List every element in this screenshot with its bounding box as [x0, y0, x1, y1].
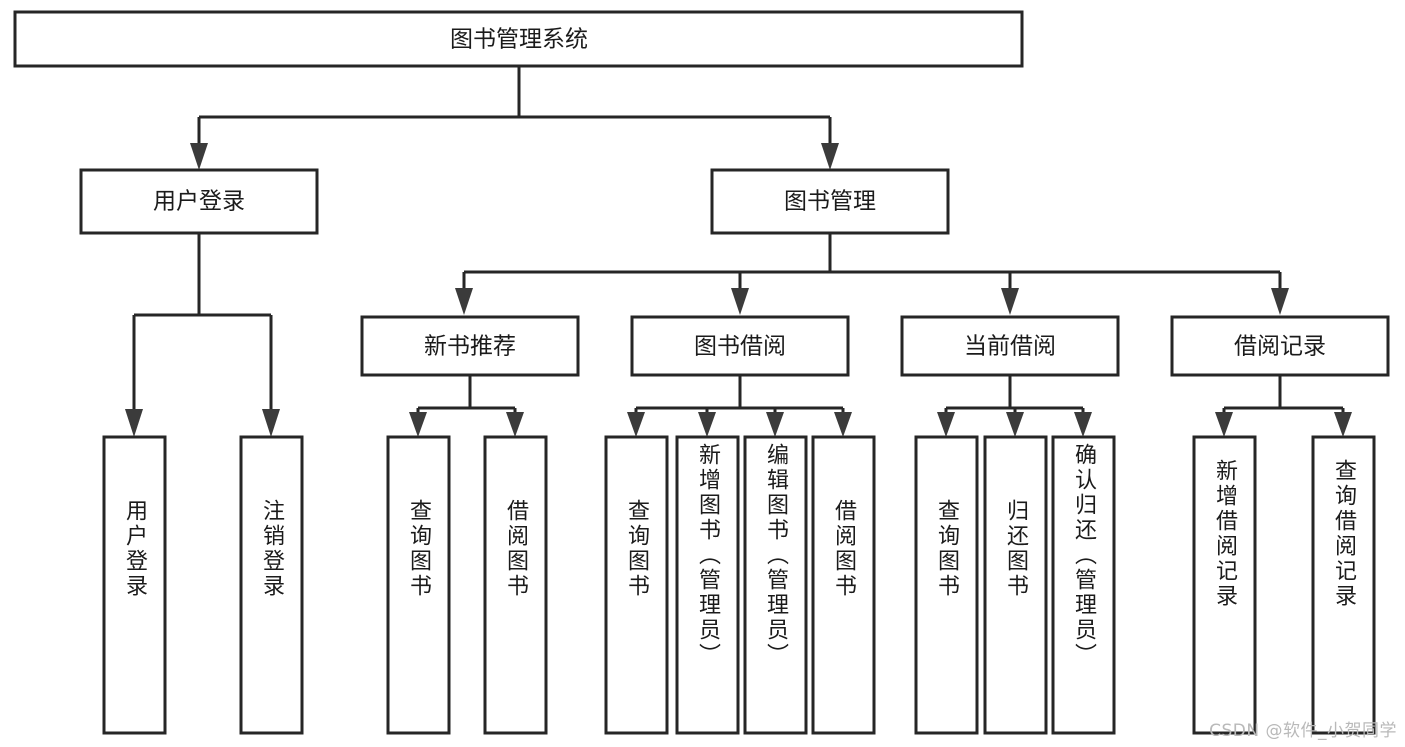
arrow-head-icon: [409, 412, 427, 437]
connector-group-book-management: [455, 233, 1289, 315]
node-leaf-edit-book-admin[interactable]: [743, 435, 808, 735]
node-leaf-add-borrow-record[interactable]: [1192, 435, 1257, 735]
arrow-head-icon: [1074, 412, 1092, 437]
node-label-borrow-record: 借阅记录: [1234, 334, 1326, 360]
arrow-head-icon: [1215, 412, 1233, 437]
node-box: [914, 435, 979, 735]
arrow-head-icon: [190, 143, 208, 170]
arrow-head-icon: [455, 288, 473, 315]
node-leaf-add-book-admin[interactable]: [675, 435, 740, 735]
node-box: [983, 435, 1048, 735]
node-box: [811, 435, 876, 735]
node-label-user-login: 用户登录: [153, 189, 245, 215]
node-label-root: 图书管理系统: [450, 27, 588, 53]
node-leaf-query-book-current[interactable]: [914, 435, 979, 735]
node-book-management[interactable]: 图书管理: [710, 168, 950, 235]
node-box: [483, 435, 548, 735]
node-box: [743, 435, 808, 735]
arrow-head-icon: [834, 412, 852, 437]
arrow-head-icon: [698, 412, 716, 437]
node-box: [900, 315, 1120, 377]
node-box: [710, 168, 950, 235]
node-leaf-logout-login[interactable]: [239, 435, 304, 735]
node-leaf-confirm-return-admin[interactable]: [1051, 435, 1116, 735]
connector-group-new-book: [409, 375, 524, 437]
node-leaf-user-login[interactable]: [102, 435, 167, 735]
connector-group-book-borrow: [627, 375, 852, 437]
node-box: [604, 435, 669, 735]
node-box: [1311, 435, 1376, 735]
node-label-current-borrow: 当前借阅: [964, 334, 1056, 360]
connector-group-user-login: [125, 233, 280, 437]
node-box: [79, 168, 319, 235]
node-box: [630, 315, 850, 377]
node-new-book-recommend[interactable]: 新书推荐: [360, 315, 580, 377]
arrow-head-icon: [1001, 288, 1019, 315]
node-current-borrow[interactable]: 当前借阅: [900, 315, 1120, 377]
node-leaf-query-book-recommend[interactable]: [386, 435, 451, 735]
node-box: [13, 10, 1024, 68]
connector-group-root: [190, 66, 839, 170]
connector-group-borrow-record: [1215, 375, 1352, 437]
node-box: [1051, 435, 1116, 735]
node-borrow-record[interactable]: 借阅记录: [1170, 315, 1390, 377]
arrow-head-icon: [125, 409, 143, 437]
arrow-head-icon: [627, 412, 645, 437]
node-leaf-query-borrow-record[interactable]: [1311, 435, 1376, 735]
node-box: [1170, 315, 1390, 377]
arrow-head-icon: [821, 143, 839, 170]
node-box: [1192, 435, 1257, 735]
node-root-book-management-system[interactable]: 图书管理系统: [13, 10, 1024, 68]
node-user-login[interactable]: 用户登录: [79, 168, 319, 235]
connector-group-current-borrow: [937, 375, 1092, 437]
node-book-borrow[interactable]: 图书借阅: [630, 315, 850, 377]
node-box: [360, 315, 580, 377]
node-box: [239, 435, 304, 735]
node-box: [102, 435, 167, 735]
node-leaf-query-book-borrow[interactable]: [604, 435, 669, 735]
node-leaf-return-book[interactable]: [983, 435, 1048, 735]
watermark-text: CSDN @软件_小贺同学: [1209, 721, 1397, 741]
node-label-book-borrow: 图书借阅: [694, 334, 786, 360]
arrow-head-icon: [1334, 412, 1352, 437]
node-label-new-book-recommend: 新书推荐: [424, 334, 516, 360]
node-leaf-borrow-book[interactable]: [811, 435, 876, 735]
arrow-head-icon: [937, 412, 955, 437]
arrow-head-icon: [1006, 412, 1024, 437]
arrow-head-icon: [506, 412, 524, 437]
node-box: [386, 435, 451, 735]
node-box: [675, 435, 740, 735]
arrow-head-icon: [766, 412, 784, 437]
arrow-head-icon: [1271, 288, 1289, 315]
arrow-head-icon: [262, 409, 280, 437]
node-label-book-management: 图书管理: [784, 189, 876, 215]
node-leaf-borrow-book-recommend[interactable]: [483, 435, 548, 735]
arrow-head-icon: [731, 288, 749, 315]
